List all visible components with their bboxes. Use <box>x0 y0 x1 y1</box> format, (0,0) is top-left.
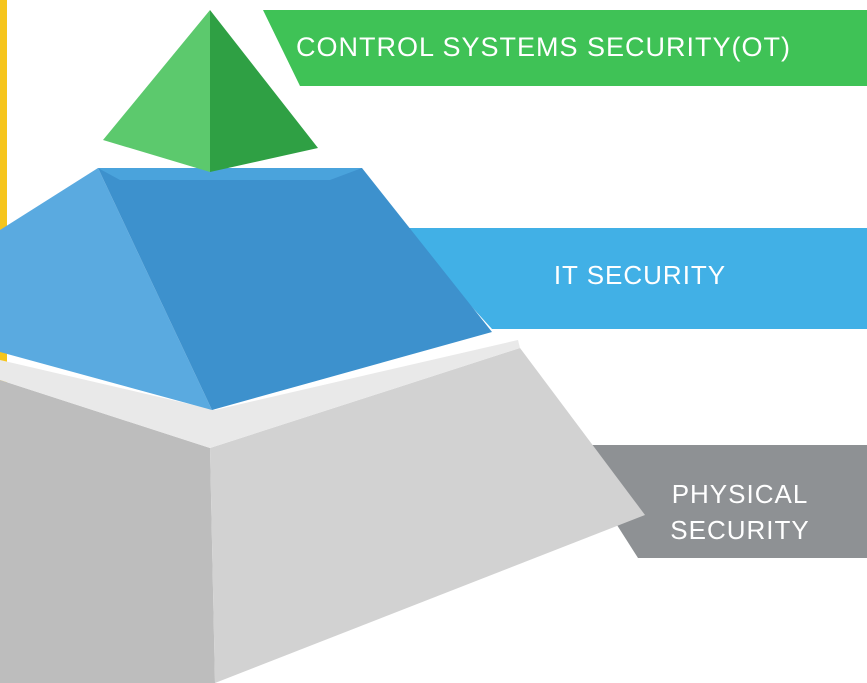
physical-security-banner <box>566 445 867 558</box>
it-block-left-face <box>0 168 212 410</box>
physical-security-label-line1: PHYSICAL <box>671 479 809 509</box>
it-block-front-face <box>98 168 492 410</box>
ot-security-banner <box>263 10 867 86</box>
it-security-banner <box>400 228 867 329</box>
physical-security-label-line2: SECURITY <box>670 515 810 545</box>
it-security-label: IT SECURITY <box>553 260 727 290</box>
physical-block-top-face <box>0 340 520 448</box>
physical-block-left-face <box>0 380 215 683</box>
it-block-top-face <box>98 168 362 180</box>
physical-block-front-face <box>210 348 645 683</box>
control-systems-security-label: CONTROL SYSTEMS SECURITY(OT) <box>296 32 792 62</box>
ot-pyramid-right-face <box>210 10 318 172</box>
physical-security-label: PHYSICAL SECURITY <box>620 476 860 548</box>
ot-pyramid-left-face <box>103 10 210 172</box>
